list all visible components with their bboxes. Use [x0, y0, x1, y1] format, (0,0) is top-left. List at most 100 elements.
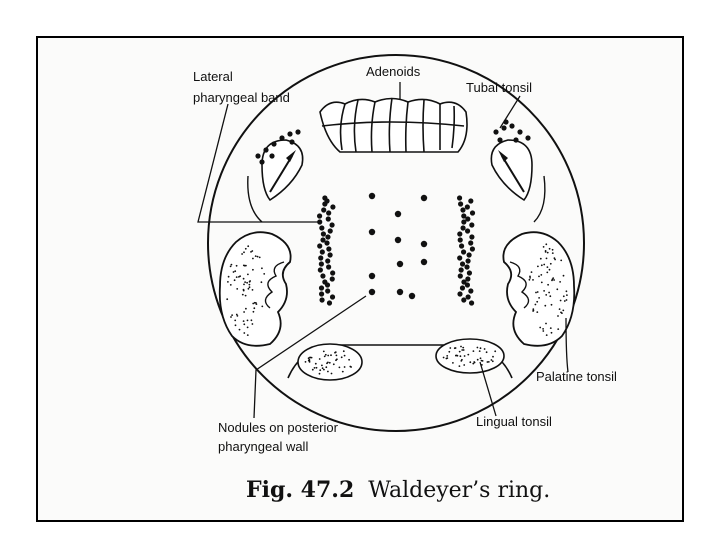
- stipple-dot: [231, 314, 234, 316]
- stipple-dot: [315, 366, 318, 369]
- stipple-dot: [250, 251, 252, 253]
- stipple-dot: [243, 283, 245, 286]
- stipple-dot: [551, 278, 554, 281]
- stipple-dot: [532, 309, 535, 312]
- stipple-dot: [227, 275, 230, 278]
- stipple-dot: [530, 271, 533, 273]
- leader-lingual-tonsil: [479, 361, 497, 417]
- stipple-dot: [244, 247, 247, 250]
- band-dot: [468, 240, 474, 246]
- band-dot: [466, 252, 472, 258]
- stipple-dot: [448, 350, 451, 353]
- tubal-dot: [509, 123, 515, 129]
- stipple-dot: [557, 328, 560, 330]
- stipple-dot: [334, 351, 337, 353]
- stipple-dot: [545, 322, 547, 325]
- tonsil-stippling: [226, 243, 568, 375]
- stipple-dot: [491, 360, 494, 363]
- tubal-dot: [295, 129, 301, 135]
- stipple-dot: [243, 332, 246, 334]
- band-dot: [320, 231, 326, 237]
- stipple-dot: [563, 300, 566, 302]
- stipple-dot: [323, 368, 325, 371]
- stipple-dot: [247, 287, 250, 290]
- stipple-dot: [476, 346, 479, 349]
- stipple-dot: [485, 351, 488, 354]
- stipple-dot: [449, 347, 452, 349]
- lingual-tonsil-right: [435, 338, 505, 374]
- stipple-dot: [241, 293, 244, 296]
- stipple-dot: [445, 357, 448, 360]
- stipple-dot: [554, 258, 556, 261]
- tubal-dot: [271, 141, 277, 147]
- stipple-dot: [458, 350, 461, 353]
- stipple-dot: [455, 354, 457, 357]
- stipple-dot: [543, 290, 545, 292]
- stipple-dot: [310, 356, 313, 359]
- band-dot: [324, 240, 330, 246]
- stipple-dot: [311, 368, 314, 371]
- stipple-dot: [537, 265, 539, 268]
- stipple-dot: [243, 264, 246, 267]
- stipple-dot: [494, 350, 497, 353]
- stipple-dot: [323, 355, 326, 358]
- stipple-dot: [442, 356, 445, 359]
- stipple-dot: [234, 324, 237, 327]
- band-dot: [468, 300, 475, 306]
- stipple-dot: [238, 328, 241, 331]
- nodule-dot: [368, 288, 376, 296]
- stipple-dot: [461, 349, 464, 351]
- stipple-dot: [243, 251, 245, 254]
- band-dot: [465, 258, 471, 264]
- stipple-dot: [250, 319, 253, 322]
- stipple-dot: [544, 251, 547, 253]
- stipple-dot: [550, 331, 553, 334]
- stipple-dot: [336, 358, 338, 361]
- band-dot: [469, 234, 475, 240]
- stipple-dot: [327, 370, 329, 373]
- stipple-dot: [540, 281, 543, 284]
- stipple-dot: [545, 243, 548, 246]
- band-dot: [458, 267, 464, 273]
- stipple-dot: [247, 273, 249, 276]
- stipple-dot: [548, 247, 551, 250]
- stipple-dot: [542, 328, 544, 330]
- stipple-dot: [248, 286, 251, 289]
- label-palatine-tonsil: Palatine tonsil: [536, 369, 617, 384]
- band-dot: [318, 291, 325, 297]
- band-dot: [318, 261, 324, 267]
- stipple-dot: [243, 311, 246, 313]
- band-dot: [318, 255, 324, 261]
- stipple-dot: [548, 268, 551, 271]
- band-dot: [468, 288, 474, 294]
- leader-palatine-tonsil: [565, 317, 569, 373]
- stipple-dot: [243, 323, 246, 326]
- stipple-dot: [256, 255, 259, 258]
- stipple-dot: [545, 294, 548, 296]
- band-dot: [464, 204, 470, 210]
- stipple-dot: [319, 369, 322, 372]
- stipple-dot: [246, 319, 249, 322]
- stipple-dot: [332, 363, 335, 366]
- band-dot: [321, 207, 327, 213]
- band-dot: [459, 285, 466, 291]
- leader-lines: [197, 82, 569, 419]
- band-dot: [327, 228, 333, 234]
- band-dot: [326, 210, 332, 216]
- stipple-dot: [234, 319, 237, 322]
- stipple-dot: [235, 264, 238, 267]
- stipple-dot: [252, 310, 255, 313]
- stipple-dot: [314, 362, 317, 365]
- band-dot: [465, 276, 471, 282]
- stipple-dot: [261, 267, 263, 270]
- stipple-dot: [565, 299, 568, 301]
- stipple-dot: [326, 362, 328, 365]
- band-dot: [466, 270, 473, 276]
- stipple-dot: [263, 273, 266, 275]
- stipple-dot: [327, 354, 330, 357]
- leader-tubal-tonsil: [499, 95, 521, 129]
- stipple-dot: [340, 356, 343, 359]
- tubal-dot: [513, 137, 519, 143]
- stipple-dot: [245, 307, 247, 310]
